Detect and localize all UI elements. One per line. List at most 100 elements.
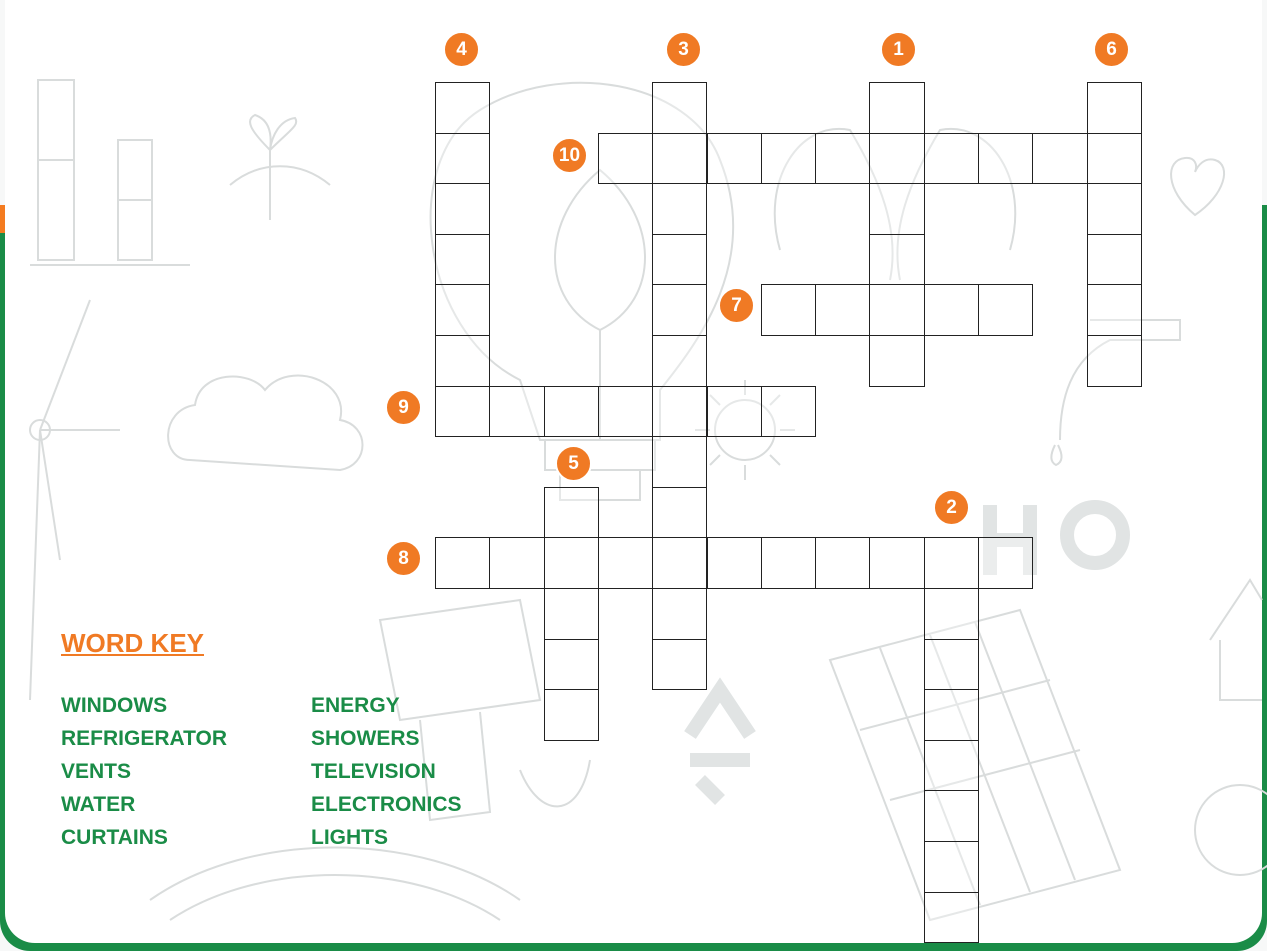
word-key-item: SHOWERS <box>311 727 420 750</box>
grid-cell[interactable] <box>543 638 599 691</box>
clue-number-badge: 1 <box>880 31 917 68</box>
grid-cell[interactable] <box>435 537 491 589</box>
word-key-item: ENERGY <box>311 694 400 717</box>
word-key-item: ELECTRONICS <box>311 793 462 816</box>
grid-cell[interactable] <box>652 284 708 336</box>
grid-cell[interactable] <box>435 284 491 336</box>
grid-cell[interactable] <box>652 486 708 539</box>
grid-cell[interactable] <box>652 183 708 235</box>
windmill-doodle <box>29 299 120 701</box>
clue-number-badge: 6 <box>1093 31 1130 68</box>
word-key-item: REFRIGERATOR <box>61 727 228 750</box>
grid-cell[interactable] <box>435 233 491 286</box>
grid-cell[interactable] <box>1086 335 1142 387</box>
grid-cell[interactable] <box>435 385 491 438</box>
grid-cell[interactable] <box>652 82 708 134</box>
grid-cell[interactable] <box>652 335 708 387</box>
grid-cell[interactable] <box>923 537 979 589</box>
grid-cell[interactable] <box>923 739 979 792</box>
grid-cell[interactable] <box>815 132 871 185</box>
word-key-title: WORD KEY <box>61 628 204 658</box>
word-key-item: VENTS <box>61 760 132 783</box>
grid-cell[interactable] <box>1086 284 1142 336</box>
clue-number-badge: 4 <box>443 31 480 68</box>
grid-cell[interactable] <box>869 335 925 387</box>
solar-panel-doodle <box>828 608 1122 922</box>
grid-cell[interactable] <box>869 284 925 336</box>
clue-number-badge: 9 <box>385 389 422 426</box>
grid-cell[interactable] <box>706 537 762 589</box>
grid-cell[interactable] <box>923 841 979 893</box>
cloud-doodle <box>167 374 364 472</box>
white-panel <box>5 0 1262 943</box>
grid-cell[interactable] <box>760 537 817 589</box>
grid-cell[interactable] <box>923 638 979 691</box>
grid-cell[interactable] <box>869 183 925 235</box>
grid-cell[interactable] <box>652 436 708 488</box>
grid-cell[interactable] <box>652 638 708 691</box>
grid-cell[interactable] <box>435 335 491 387</box>
grid-cell[interactable] <box>435 82 491 134</box>
grid-cell[interactable] <box>869 82 925 134</box>
grid-cell[interactable] <box>543 689 599 741</box>
factory-doodle <box>30 79 190 266</box>
heart-doodle <box>1170 156 1225 217</box>
grid-cell[interactable] <box>652 132 708 185</box>
lightbulb-doodle <box>429 81 735 501</box>
clue-number-badge: 8 <box>385 540 422 577</box>
grid-cell[interactable] <box>1086 132 1142 185</box>
grid-cell[interactable] <box>489 385 545 438</box>
clue-number-badge: 7 <box>718 287 755 324</box>
grid-cell[interactable] <box>597 537 654 589</box>
sun-doodle <box>695 380 795 480</box>
grid-cell[interactable] <box>869 537 925 589</box>
grid-cell[interactable] <box>1086 183 1142 235</box>
grid-cell[interactable] <box>543 385 599 438</box>
sprout-doodle <box>229 113 331 220</box>
word-key-item: LIGHTS <box>311 826 388 849</box>
recycle-icon <box>684 677 756 805</box>
grid-cell[interactable] <box>815 284 871 336</box>
grid-cell[interactable] <box>923 790 979 842</box>
grid-cell[interactable] <box>706 385 762 438</box>
grid-cell[interactable] <box>760 284 817 336</box>
hands-doodle <box>773 127 1017 281</box>
word-key-item: WATER <box>61 793 136 816</box>
grid-cell[interactable] <box>1086 233 1142 286</box>
grid-cell[interactable] <box>652 385 708 438</box>
grid-cell[interactable] <box>760 385 817 438</box>
grid-cell[interactable] <box>978 132 1034 185</box>
grid-cell[interactable] <box>760 132 817 185</box>
grid-cell[interactable] <box>597 385 654 438</box>
orange-edge-accent <box>0 205 5 233</box>
h2o-doodle <box>983 500 1130 575</box>
grid-cell[interactable] <box>869 132 925 185</box>
grid-cell[interactable] <box>923 132 979 185</box>
balloon-doodle <box>1194 784 1267 876</box>
grid-cell[interactable] <box>978 284 1034 336</box>
grid-cell[interactable] <box>597 132 654 185</box>
clue-number-badge: 3 <box>665 31 702 68</box>
grid-cell[interactable] <box>543 486 599 539</box>
grid-cell[interactable] <box>652 588 708 640</box>
grid-cell[interactable] <box>435 183 491 235</box>
grid-cell[interactable] <box>923 284 979 336</box>
grid-cell[interactable] <box>1032 132 1088 185</box>
grid-cell[interactable] <box>652 233 708 286</box>
grid-cell[interactable] <box>923 891 979 944</box>
plug-doodle <box>378 598 591 822</box>
grid-cell[interactable] <box>435 132 491 185</box>
grid-cell[interactable] <box>543 537 599 589</box>
grid-cell[interactable] <box>815 537 871 589</box>
grid-cell[interactable] <box>706 132 762 185</box>
grid-cell[interactable] <box>1086 82 1142 134</box>
grid-cell[interactable] <box>923 588 979 640</box>
grid-cell[interactable] <box>489 537 545 589</box>
grid-cell[interactable] <box>923 689 979 741</box>
grid-cell[interactable] <box>978 537 1034 589</box>
grid-cell[interactable] <box>543 588 599 640</box>
grid-cell[interactable] <box>652 537 708 589</box>
grid-cell[interactable] <box>869 233 925 286</box>
